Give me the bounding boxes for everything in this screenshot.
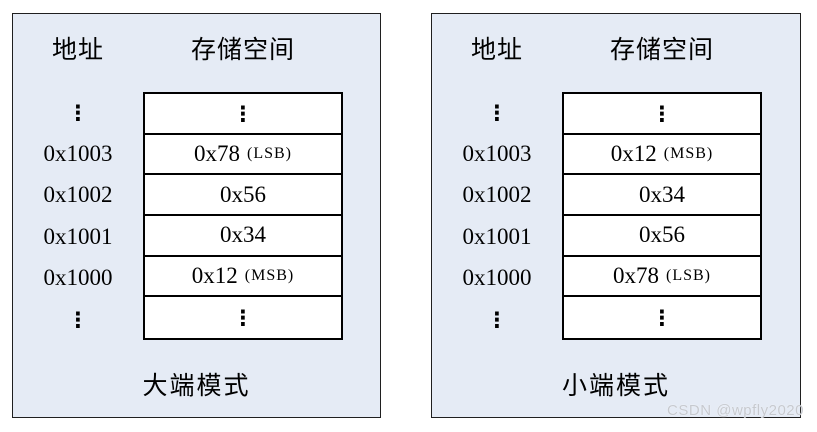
byte-value: 0x12 bbox=[191, 262, 238, 288]
storage-column-header: 存储空间 bbox=[609, 37, 714, 64]
memory-cell-ellipsis-top: ⋮ bbox=[564, 94, 760, 135]
byte-value: 0x12 bbox=[610, 140, 657, 166]
address-label-0x1002: 0x1002 bbox=[43, 182, 113, 208]
big-endian-panel: 地址 存储空间 ⋮ 0x1003 0x1002 0x1001 0x1000 ⋮ … bbox=[12, 13, 381, 418]
memory-table: ⋮ 0x12 (MSB) 0x34 0x56 0x78 (LSB) ⋮ bbox=[562, 92, 762, 340]
memory-cell-ellipsis-bottom: ⋮ bbox=[232, 305, 254, 331]
address-label-0x1003: 0x1003 bbox=[43, 140, 113, 166]
address-column: ⋮ 0x1003 0x1002 0x1001 0x1000 ⋮ bbox=[13, 92, 143, 340]
address-label-0x1000: 0x1000 bbox=[462, 264, 532, 290]
address-label-0x1000: 0x1000 bbox=[43, 264, 113, 290]
memory-cell-0x1002: 0x34 bbox=[564, 175, 760, 216]
address-ellipsis-bottom: ⋮ bbox=[486, 306, 508, 332]
byte-value: 0x78 bbox=[613, 262, 659, 288]
storage-column-header: 存储空间 bbox=[190, 37, 295, 64]
byte-significance-note: (MSB) bbox=[244, 266, 295, 284]
address-label-0x1003: 0x1003 bbox=[462, 140, 532, 166]
memory-cell-0x1003: 0x12 (MSB) bbox=[564, 135, 760, 176]
little-endian-caption: 小端模式 bbox=[561, 373, 670, 400]
little-endian-panel: 地址 存储空间 ⋮ 0x1003 0x1002 0x1001 0x1000 ⋮ … bbox=[431, 13, 801, 418]
address-ellipsis-bottom: ⋮ bbox=[67, 306, 89, 332]
memory-cell-0x1000: 0x12 (MSB) bbox=[145, 257, 341, 298]
memory-cell-0x1003: 0x78 (LSB) bbox=[145, 135, 341, 176]
address-column: ⋮ 0x1003 0x1002 0x1001 0x1000 ⋮ bbox=[432, 92, 562, 340]
byte-significance-note: (LSB) bbox=[666, 266, 711, 284]
csdn-watermark: CSDN @wpfly2020 bbox=[667, 402, 804, 419]
byte-value: 0x56 bbox=[220, 181, 266, 207]
memory-cell-ellipsis-top: ⋮ bbox=[145, 94, 341, 135]
memory-cell-0x1000: 0x78 (LSB) bbox=[564, 257, 760, 298]
address-label-0x1002: 0x1002 bbox=[462, 182, 532, 208]
address-ellipsis-top: ⋮ bbox=[67, 100, 89, 126]
byte-value: 0x34 bbox=[220, 222, 266, 248]
byte-value: 0x78 bbox=[194, 140, 240, 166]
memory-cell-0x1002: 0x56 bbox=[145, 175, 341, 216]
address-ellipsis-top: ⋮ bbox=[486, 100, 508, 126]
address-column-header: 地址 bbox=[470, 37, 523, 64]
byte-significance-note: (LSB) bbox=[247, 144, 292, 162]
memory-cell-0x1001: 0x56 bbox=[564, 216, 760, 257]
big-endian-caption: 大端模式 bbox=[142, 373, 251, 400]
memory-table: ⋮ 0x78 (LSB) 0x56 0x34 0x12 (MSB) ⋮ bbox=[143, 92, 343, 340]
address-label-0x1001: 0x1001 bbox=[462, 223, 532, 249]
byte-value: 0x56 bbox=[639, 222, 685, 248]
address-label-0x1001: 0x1001 bbox=[43, 223, 113, 249]
memory-cell-0x1001: 0x34 bbox=[145, 216, 341, 257]
memory-cell-ellipsis-bottom: ⋮ bbox=[651, 305, 673, 331]
byte-value: 0x34 bbox=[639, 181, 685, 207]
address-column-header: 地址 bbox=[51, 37, 104, 64]
byte-significance-note: (MSB) bbox=[663, 144, 714, 162]
